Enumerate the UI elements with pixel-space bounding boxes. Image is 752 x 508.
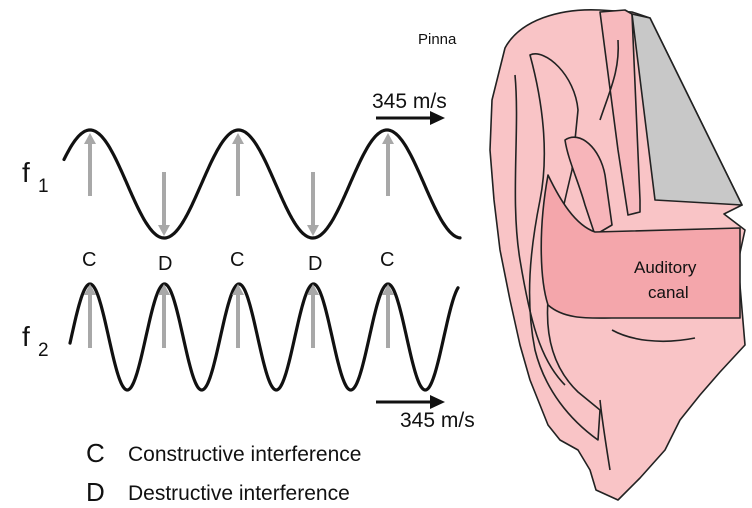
- wave-f2-up-arrow-3: [232, 284, 244, 348]
- canal-label-line1: Auditory: [634, 258, 697, 277]
- legend-symbol-d: D: [86, 477, 105, 507]
- wave-f1-subscript: 1: [38, 176, 49, 197]
- pinna-label: Pinna: [418, 31, 457, 48]
- wave-f1-speed-label: 345 m/s: [372, 90, 447, 113]
- wave-f2-speed-label: 345 m/s: [400, 409, 475, 432]
- wave-f2-up-arrow-5: [382, 284, 394, 348]
- wave-f1-arrows: [84, 133, 394, 236]
- wave-f2-up-arrow-4: [307, 284, 319, 348]
- wave-f1-speed-arrow-head: [430, 111, 445, 125]
- wave-f1-up-arrow-1: [84, 133, 96, 196]
- wave-f1-up-arrow-3: [382, 133, 394, 196]
- legend-text-c: Constructive interference: [128, 443, 361, 466]
- wave-f1-down-arrow-2: [307, 172, 319, 236]
- legend: C Constructive interference D Destructiv…: [86, 438, 361, 507]
- wave-f2-speed-arrow-head: [430, 395, 445, 409]
- marker-c-2: C: [230, 249, 244, 271]
- marker-d-2: D: [308, 253, 322, 275]
- wave-f1-down-arrow-1: [158, 172, 170, 236]
- interference-markers: C D C D C: [82, 249, 394, 275]
- wave-f2-up-arrow-2: [158, 284, 170, 348]
- wave-f1: [64, 130, 460, 238]
- marker-c-3: C: [380, 249, 394, 271]
- wave-f1-symbol: f: [22, 157, 30, 188]
- canal-label-line2: canal: [648, 283, 689, 302]
- wave-f2-symbol: f: [22, 321, 30, 352]
- wave-f2-group: f 2 345 m/s: [22, 284, 475, 432]
- legend-symbol-c: C: [86, 438, 105, 468]
- wave-f2-subscript: 2: [38, 340, 49, 361]
- wave-f2: [70, 284, 458, 390]
- wave-f2-arrows: [84, 284, 394, 348]
- wave-f2-up-arrow-1: [84, 284, 96, 348]
- legend-text-d: Destructive interference: [128, 482, 350, 505]
- wave-f1-group: f 1 345 m/s: [22, 90, 460, 238]
- marker-c-1: C: [82, 249, 96, 271]
- marker-d-1: D: [158, 253, 172, 275]
- wave-f1-up-arrow-2: [232, 133, 244, 196]
